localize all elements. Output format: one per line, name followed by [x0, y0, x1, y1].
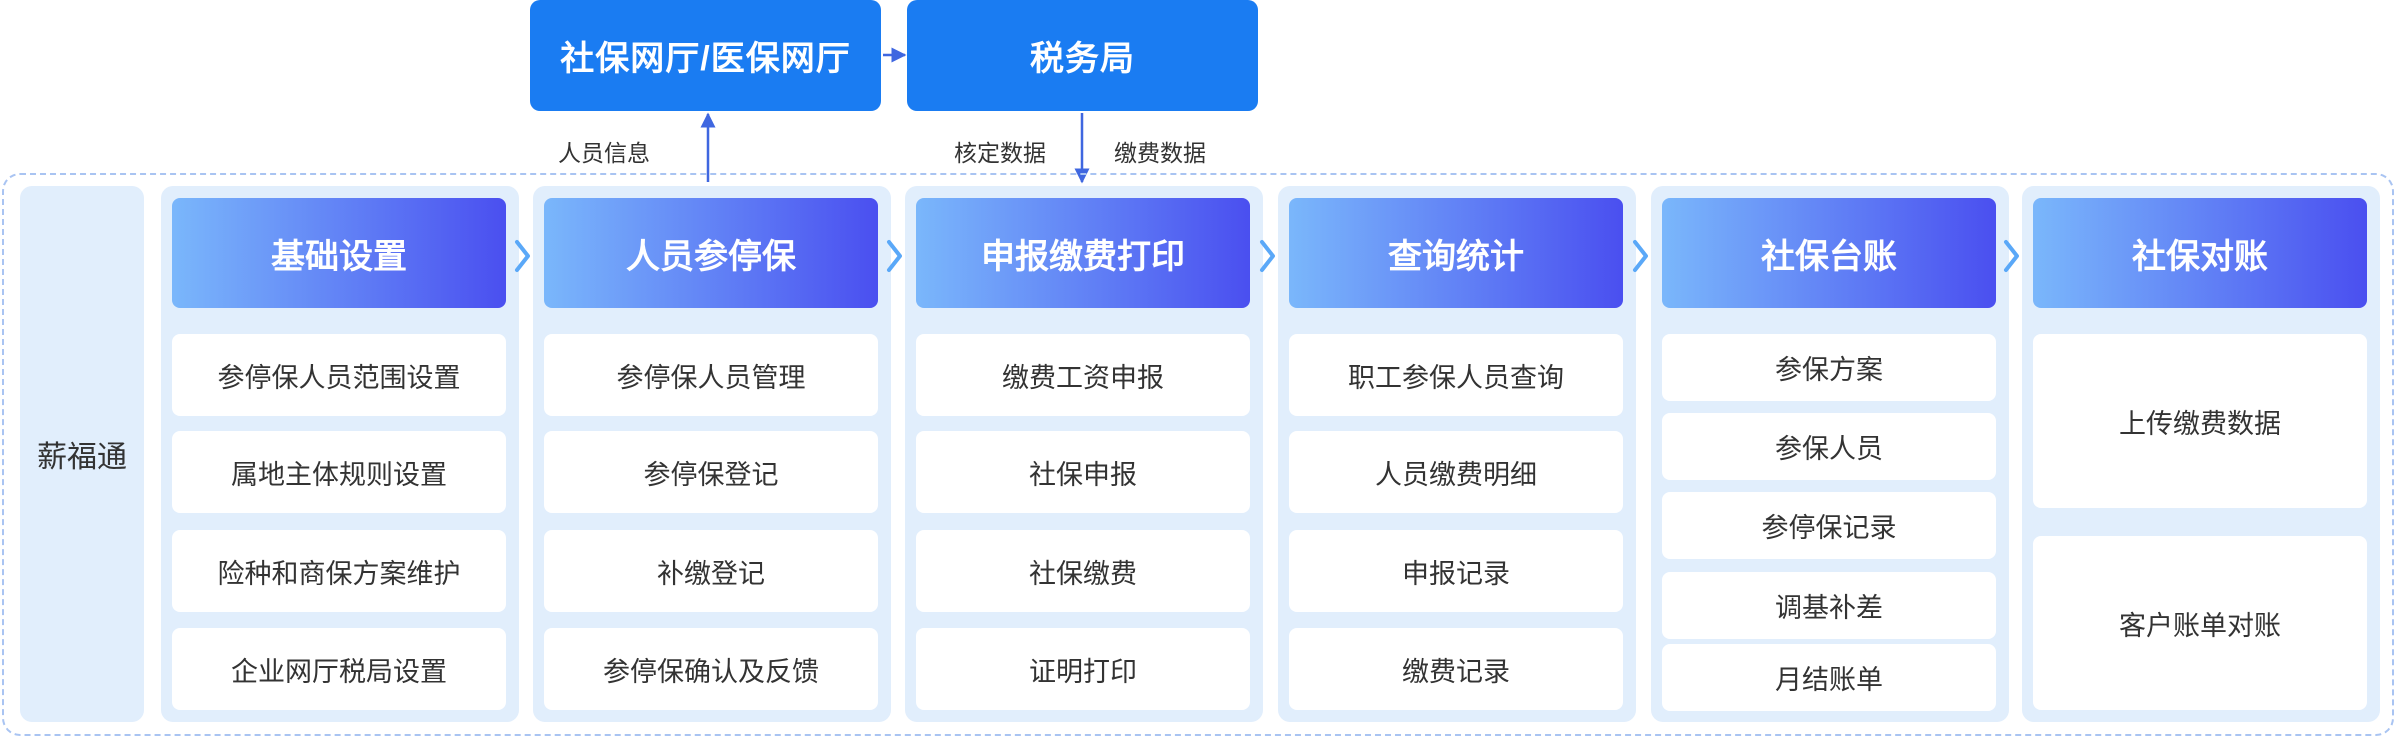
- column-ledger: 社保台账 参保方案 参保人员 参停保记录 调基补差 月结账单: [1651, 186, 2009, 722]
- list-item: 职工参保人员查询: [1289, 334, 1623, 416]
- list-item: 参停保人员管理: [544, 334, 878, 416]
- list-item: 证明打印: [916, 628, 1250, 710]
- person-info-label: 人员信息: [558, 140, 650, 166]
- column-header: 查询统计: [1289, 198, 1623, 308]
- list-item: 参保人员: [1662, 413, 1996, 480]
- xinfutong-panel: 薪福通: [20, 186, 144, 722]
- column-basic-settings: 基础设置 参停保人员范围设置 属地主体规则设置 险种和商保方案维护 企业网厅税局…: [161, 186, 519, 722]
- list-item: 参停保登记: [544, 431, 878, 513]
- list-item: 社保申报: [916, 431, 1250, 513]
- chevron-right-icon: [1633, 240, 1648, 272]
- list-item: 申报记录: [1289, 530, 1623, 612]
- verified-data-label: 核定数据: [954, 140, 1046, 166]
- list-item: 企业网厅税局设置: [172, 628, 506, 710]
- chevron-right-icon: [515, 240, 530, 272]
- column-query-stats: 查询统计 职工参保人员查询 人员缴费明细 申报记录 缴费记录: [1278, 186, 1636, 722]
- column-enrollment: 人员参停保 参停保人员管理 参停保登记 补缴登记 参停保确认及反馈: [533, 186, 891, 722]
- list-item: 参停保确认及反馈: [544, 628, 878, 710]
- social-insurance-portal-box: 社保网厅/医保网厅: [530, 0, 881, 111]
- column-header: 申报缴费打印: [916, 198, 1250, 308]
- list-item: 调基补差: [1662, 572, 1996, 639]
- chevron-right-icon: [887, 240, 902, 272]
- list-item: 上传缴费数据: [2033, 334, 2367, 508]
- chevron-right-icon: [2004, 240, 2019, 272]
- column-header: 社保对账: [2033, 198, 2367, 308]
- list-item: 属地主体规则设置: [172, 431, 506, 513]
- list-item: 参停保记录: [1662, 492, 1996, 559]
- list-item: 补缴登记: [544, 530, 878, 612]
- list-item: 参保方案: [1662, 334, 1996, 401]
- system-frame: [2, 173, 2394, 736]
- column-header: 社保台账: [1662, 198, 1996, 308]
- column-reconciliation: 社保对账 上传缴费数据 客户账单对账: [2022, 186, 2380, 722]
- column-declare-pay-print: 申报缴费打印 缴费工资申报 社保申报 社保缴费 证明打印: [905, 186, 1263, 722]
- list-item: 客户账单对账: [2033, 536, 2367, 710]
- list-item: 人员缴费明细: [1289, 431, 1623, 513]
- payment-data-label: 缴费数据: [1114, 140, 1206, 166]
- list-item: 险种和商保方案维护: [172, 530, 506, 612]
- list-item: 缴费工资申报: [916, 334, 1250, 416]
- list-item: 缴费记录: [1289, 628, 1623, 710]
- tax-bureau-box: 税务局: [907, 0, 1258, 111]
- connector-arrows: [700, 47, 1090, 184]
- chevron-right-icon: [1260, 240, 1275, 272]
- list-item: 社保缴费: [916, 530, 1250, 612]
- list-item: 参停保人员范围设置: [172, 334, 506, 416]
- column-header: 人员参停保: [544, 198, 878, 308]
- column-header: 基础设置: [172, 198, 506, 308]
- list-item: 月结账单: [1662, 644, 1996, 711]
